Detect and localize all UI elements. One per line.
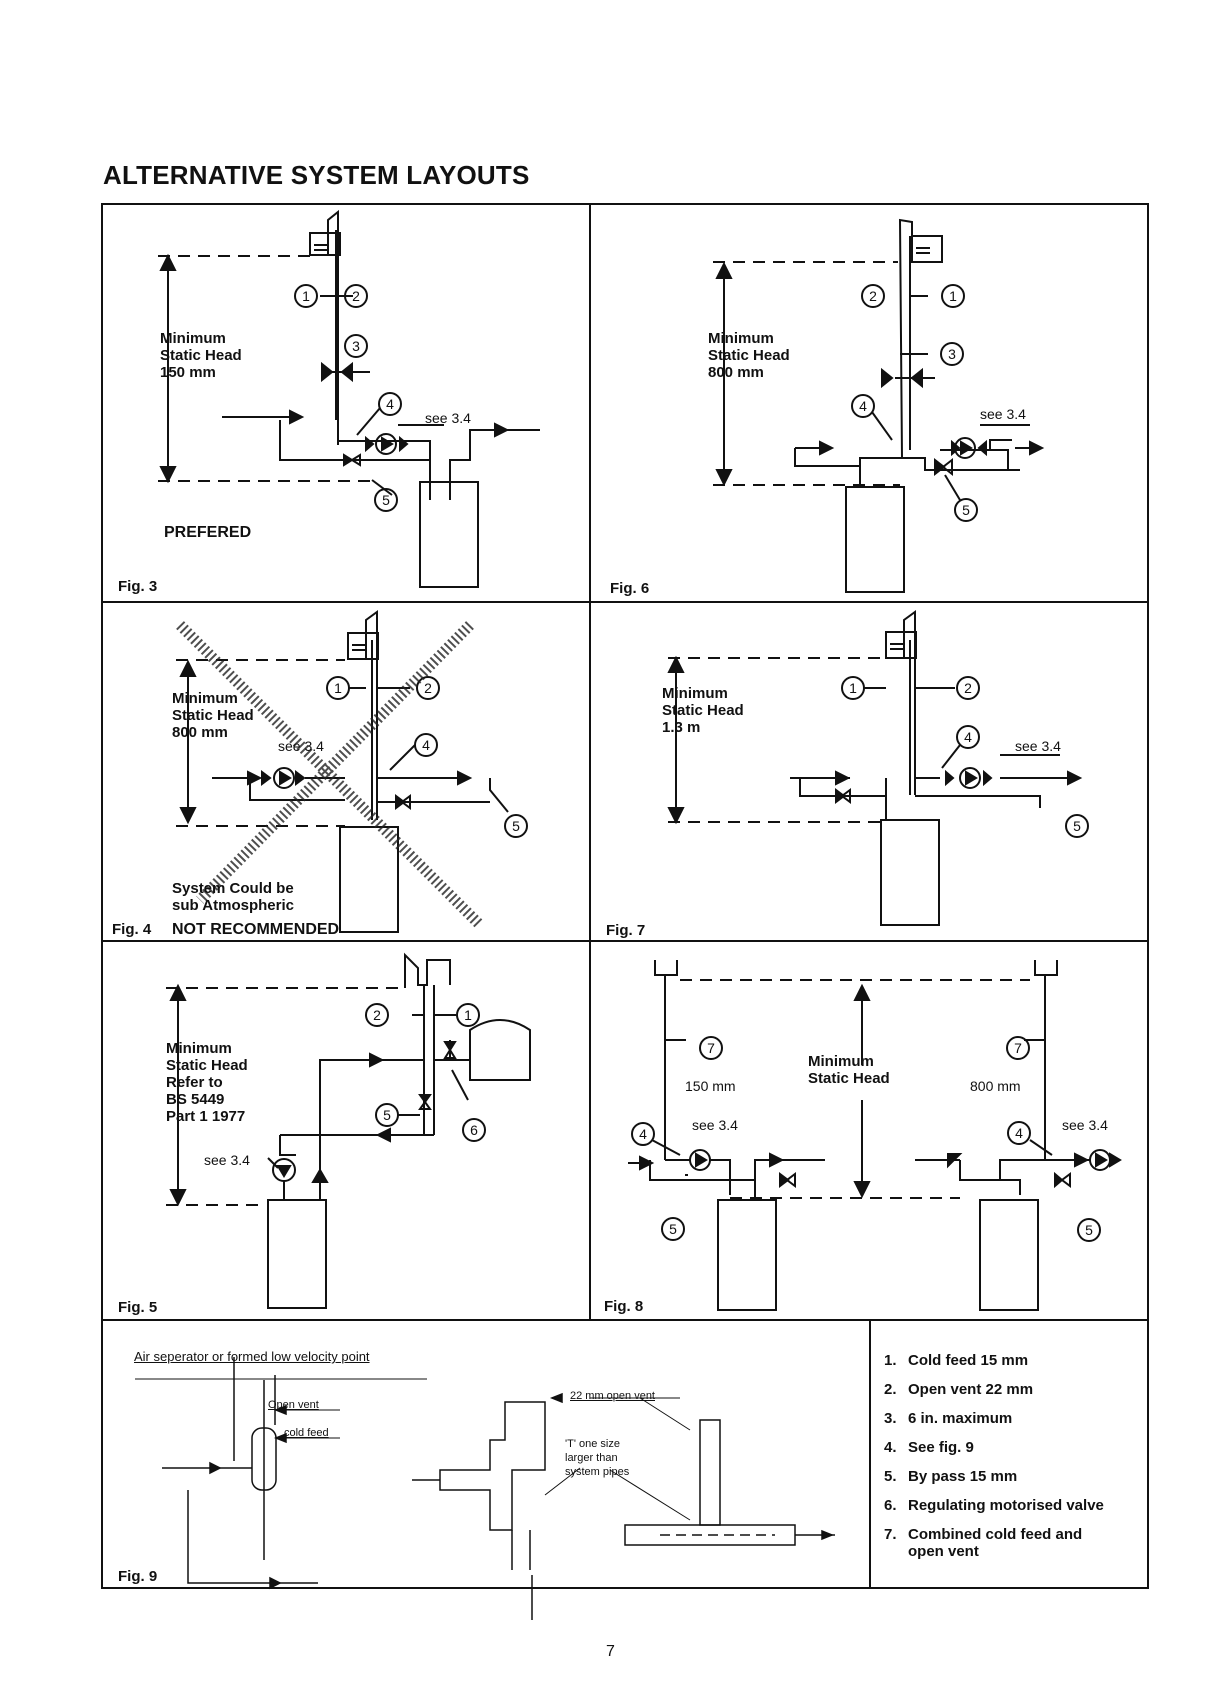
page-title: ALTERNATIVE SYSTEM LAYOUTS — [103, 160, 530, 190]
svg-text:1: 1 — [334, 680, 342, 696]
panel-grid — [101, 203, 1149, 1589]
page-number: 7 — [606, 1643, 615, 1660]
fig4-not-recommended: NOT RECOMMENDED — [172, 921, 340, 938]
fig6-diagram — [713, 218, 1045, 593]
svg-text:2: 2 — [424, 680, 432, 696]
fig5-diagram — [166, 952, 531, 1309]
fig8-diagram — [628, 960, 1122, 1311]
svg-text:5: 5 — [383, 1107, 391, 1123]
svg-text:5: 5 — [962, 502, 970, 518]
fig5-head-line1: Minimum — [166, 1040, 232, 1057]
fig8-head-line2: Static Head — [808, 1070, 890, 1087]
fig5-head-line4: BS 5449 — [166, 1091, 225, 1108]
fig4-head-line2: Static Head — [172, 707, 254, 724]
svg-text:2: 2 — [964, 680, 972, 696]
fig4-head-line1: Minimum — [172, 690, 238, 707]
legend-item: 7.Combined cold feed and open vent — [884, 1526, 1083, 1560]
svg-text:3: 3 — [948, 346, 956, 362]
fig3-note: PREFERED — [164, 524, 252, 541]
fig7-diagram — [667, 610, 1089, 926]
svg-text:7: 7 — [707, 1040, 715, 1056]
fig8-left-dim: 150 mm — [685, 1078, 736, 1094]
fig9-tee-note-line1: 'T' one size — [565, 1438, 620, 1450]
fig9-tee-note-line2: larger than — [565, 1452, 618, 1464]
fig8-head-line1: Minimum — [808, 1053, 874, 1070]
fig4-note-line1: System Could be — [172, 880, 294, 897]
legend-item: 3.6 in. maximum — [884, 1410, 1013, 1427]
svg-text:5: 5 — [512, 818, 520, 834]
fig7-head-line3: 1.3 m — [662, 719, 701, 736]
fig5-head-line2: Static Head — [166, 1057, 248, 1074]
svg-text:2: 2 — [352, 288, 360, 304]
fig9-diagram — [135, 1357, 835, 1620]
fig9-tee-note-line3: system pipes — [565, 1466, 630, 1478]
fig5-head-line3: Refer to — [166, 1074, 223, 1091]
svg-text:5: 5 — [1085, 1222, 1093, 1238]
svg-text:4: 4 — [422, 737, 430, 753]
svg-text:5: 5 — [669, 1221, 677, 1237]
svg-text:2: 2 — [373, 1007, 381, 1023]
fig6-label: Fig. 6 — [610, 580, 650, 597]
svg-text:5: 5 — [1073, 818, 1081, 834]
fig7-see-label: see 3.4 — [1015, 738, 1061, 754]
fig3-head-line2: Static Head — [160, 347, 242, 364]
svg-text:5: 5 — [382, 492, 390, 508]
fig6-head-line3: 800 mm — [708, 364, 764, 381]
svg-text:4: 4 — [386, 396, 394, 412]
fig3-head-line1: Minimum — [160, 330, 226, 347]
fig4-label: Fig. 4 — [112, 921, 152, 938]
fig6-see-label: see 3.4 — [980, 406, 1026, 422]
fig4-diagram — [176, 610, 528, 933]
svg-text:3: 3 — [352, 338, 360, 354]
svg-text:4: 4 — [859, 398, 867, 414]
svg-text:1: 1 — [849, 680, 857, 696]
legend-item: 6.Regulating motorised valve — [884, 1497, 1104, 1514]
fig9-open-vent: Open vent — [268, 1399, 319, 1411]
fig9-label: Fig. 9 — [118, 1568, 158, 1585]
fig3-label: Fig. 3 — [118, 578, 158, 595]
fig3-diagram — [158, 209, 540, 588]
fig7-head-line1: Minimum — [662, 685, 728, 702]
svg-text:1: 1 — [949, 288, 957, 304]
fig4-note-line2: sub Atmospheric — [172, 897, 294, 914]
legend-item: 2.Open vent 22 mm — [884, 1381, 1034, 1398]
svg-text:1: 1 — [464, 1007, 472, 1023]
fig8-see-left: see 3.4 — [692, 1117, 738, 1133]
fig9-open-vent-22: 22 mm open vent — [570, 1390, 655, 1402]
svg-text:4: 4 — [1015, 1125, 1023, 1141]
fig5-head-line5: Part 1 1977 — [166, 1108, 246, 1125]
fig3-head-line3: 150 mm — [160, 364, 216, 381]
fig8-label: Fig. 8 — [604, 1298, 644, 1315]
legend-item: 4.See fig. 9 — [884, 1439, 974, 1456]
fig5-label: Fig. 5 — [118, 1299, 158, 1316]
legend-item: 5.By pass 15 mm — [884, 1468, 1018, 1485]
fig9-title: Air seperator or formed low velocity poi… — [134, 1349, 370, 1364]
svg-text:1: 1 — [302, 288, 310, 304]
fig8-see-right: see 3.4 — [1062, 1117, 1108, 1133]
svg-text:6: 6 — [470, 1122, 478, 1138]
svg-text:4: 4 — [639, 1126, 647, 1142]
fig7-label: Fig. 7 — [606, 922, 646, 939]
fig8-right-dim: 800 mm — [970, 1078, 1021, 1094]
legend-item: 1.Cold feed 15 mm — [884, 1352, 1029, 1369]
fig4-head-line3: 800 mm — [172, 724, 228, 741]
svg-text:4: 4 — [964, 729, 972, 745]
fig6-head-line2: Static Head — [708, 347, 790, 364]
fig7-head-line2: Static Head — [662, 702, 744, 719]
fig6-head-line1: Minimum — [708, 330, 774, 347]
legend-list: 1.Cold feed 15 mm 2.Open vent 22 mm 3.6 … — [884, 1352, 1118, 1560]
fig4-see-label: see 3.4 — [278, 738, 324, 754]
fig5-see-label: see 3.4 — [204, 1152, 250, 1168]
fig3-see-label: see 3.4 — [425, 410, 471, 426]
svg-text:7: 7 — [1014, 1040, 1022, 1056]
fig9-cold-feed: cold feed — [284, 1427, 329, 1439]
svg-text:2: 2 — [869, 288, 877, 304]
